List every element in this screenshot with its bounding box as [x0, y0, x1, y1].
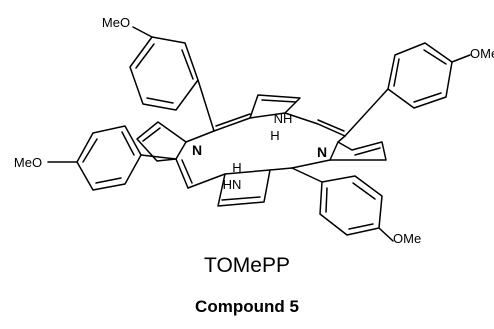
methoxy-label-top-right: OMe: [470, 46, 494, 61]
hn-label-bottom: HN: [223, 177, 242, 192]
phenyl-ring-top-right: [387, 42, 453, 109]
h-label-top: H: [270, 128, 279, 143]
methoxy-label-bottom: OMe: [393, 231, 421, 246]
compound-name: TOMePP: [204, 254, 290, 277]
meso-bond-top-left: [197, 79, 215, 132]
phenyl-ring-bottom: [319, 175, 383, 236]
methoxy-bond-bottom: [378, 227, 394, 242]
nitrogen-label-right: N: [317, 144, 327, 160]
meso-bond-top-right: [344, 88, 389, 137]
porphyrin-core: [136, 94, 387, 207]
compound-number: Compound 5: [195, 297, 299, 316]
h-label-bottom: H: [232, 160, 241, 175]
methoxy-label-top-left: MeO: [102, 15, 130, 30]
meso-bond-left: [140, 154, 177, 160]
methoxy-bond-top-left: [132, 26, 153, 38]
phenyl-ring-top-left: [129, 36, 199, 111]
phenyl-ring-left: [76, 125, 142, 191]
methoxy-bond-top-right: [451, 54, 471, 63]
methoxy-label-left: MeO: [14, 155, 42, 170]
nitrogen-label-left: N: [192, 142, 202, 158]
nh-label-top: NH: [274, 111, 293, 126]
meso-bond-bottom: [291, 167, 323, 183]
